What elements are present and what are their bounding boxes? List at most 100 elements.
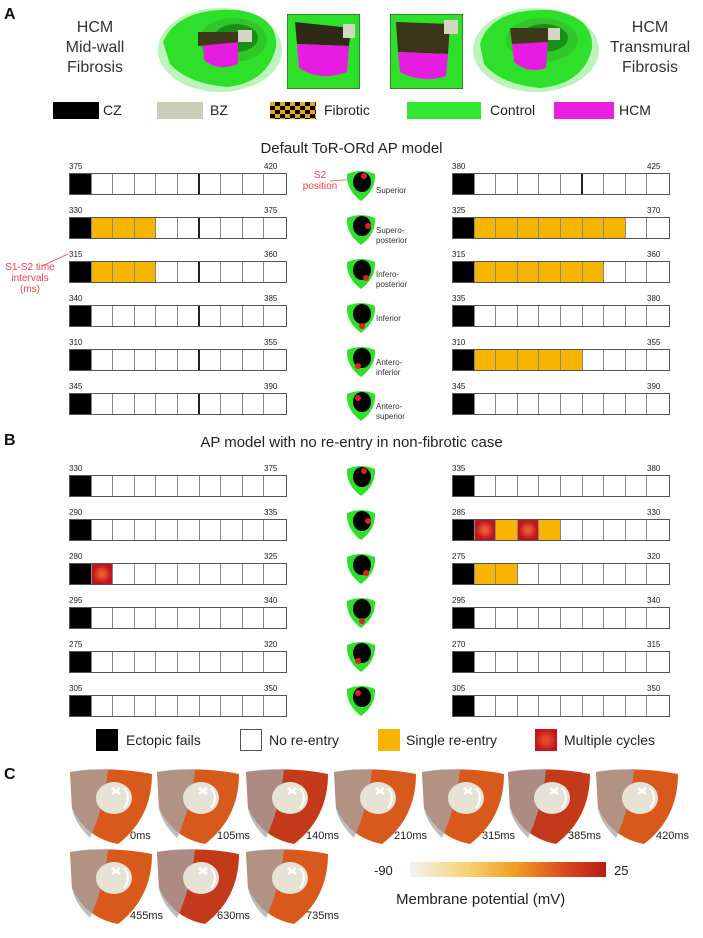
- outcome-cell: [496, 520, 518, 540]
- outcome-cell: [156, 652, 178, 672]
- frame-time-label-9: 630ms: [217, 910, 251, 922]
- outcome-cell: [474, 262, 497, 282]
- outcome-cell: [199, 306, 222, 326]
- a-right-row-3-end: 360: [647, 250, 661, 259]
- outcome-cell: [221, 652, 243, 672]
- outcome-cell: [199, 696, 222, 716]
- outcome-cell: [647, 608, 669, 628]
- outcome-cell: [221, 350, 243, 370]
- outcome-cell: [647, 476, 669, 496]
- outcome-cell: [647, 218, 669, 238]
- b-right-row-4-start: 295: [452, 596, 466, 605]
- a-left-row-3-start: 315: [69, 250, 83, 259]
- outcome-cell: [582, 564, 605, 584]
- outcome-cell: [539, 564, 561, 584]
- outcome-cell: [264, 652, 286, 672]
- outcome-cell: [199, 350, 222, 370]
- outcome-cell: [156, 350, 178, 370]
- legend-label-ectopic-fails: Ectopic fails: [126, 732, 201, 748]
- outcome-cell: [264, 476, 286, 496]
- a-left-row-1-end: 420: [264, 162, 278, 171]
- transmural-zoom-image: [390, 14, 463, 89]
- outcome-cell: [242, 476, 265, 496]
- outcome-cell: [560, 696, 583, 716]
- outcome-cell: [113, 262, 135, 282]
- outcome-cell: [199, 608, 222, 628]
- frame-time-label-7: 420ms: [656, 830, 690, 842]
- outcome-cell: [177, 564, 200, 584]
- a-heart-position-6: [344, 388, 378, 427]
- outcome-cell: [221, 476, 243, 496]
- outcome-cell: [242, 306, 265, 326]
- outcome-cell: [91, 476, 114, 496]
- outcome-cell: [113, 608, 135, 628]
- a-left-row-5: [69, 349, 287, 371]
- a-left-row-3: [69, 261, 287, 283]
- legend-swatch-no-reentry: [240, 729, 262, 751]
- a-heart-position-5: [344, 344, 378, 383]
- s2-position-label: S2 position: [302, 170, 338, 192]
- outcome-cell: [625, 608, 648, 628]
- interval-pointer-line: [41, 253, 69, 267]
- a-left-row-6-start: 345: [69, 382, 83, 391]
- outcome-cell: [604, 350, 626, 370]
- a-right-row-2-end: 370: [647, 206, 661, 215]
- legend-swatch-cz: [53, 102, 99, 119]
- a-right-row-3: [452, 261, 670, 283]
- outcome-cell: [453, 350, 475, 370]
- frame-time-label-8: 455ms: [130, 910, 164, 922]
- b-right-row-3: [452, 563, 670, 585]
- a-right-row-6-end: 390: [647, 382, 661, 391]
- outcome-cell: [134, 306, 157, 326]
- outcome-cell: [70, 476, 92, 496]
- b-right-row-5: [452, 651, 670, 673]
- outcome-cell: [625, 564, 648, 584]
- outcome-cell: [264, 306, 286, 326]
- outcome-cell: [496, 696, 518, 716]
- outcome-cell: [177, 696, 200, 716]
- outcome-cell: [199, 218, 222, 238]
- outcome-cell: [474, 520, 497, 540]
- outcome-cell: [496, 476, 518, 496]
- outcome-cell: [177, 394, 200, 414]
- membrane-potential-frame-1: [70, 769, 152, 844]
- a-heart-position-3: [344, 256, 378, 295]
- a-left-row-3-end: 360: [264, 250, 278, 259]
- legend-swatch-single-reentry: [378, 729, 400, 751]
- outcome-cell: [113, 350, 135, 370]
- position-label-1: Superior: [376, 186, 407, 195]
- outcome-cell: [156, 174, 178, 194]
- outcome-cell: [517, 218, 540, 238]
- outcome-cell: [242, 394, 265, 414]
- outcome-cell: [560, 218, 583, 238]
- outcome-cell: [264, 174, 286, 194]
- outcome-cell: [113, 218, 135, 238]
- a-right-row-2-start: 325: [452, 206, 466, 215]
- outcome-cell: [517, 394, 540, 414]
- legend-label-multiple-cycles: Multiple cycles: [564, 732, 656, 748]
- a-left-row-6: [69, 393, 287, 415]
- outcome-cell: [582, 350, 605, 370]
- outcome-cell: [647, 174, 669, 194]
- outcome-cell: [70, 520, 92, 540]
- b-left-row-5-end: 320: [264, 640, 278, 649]
- b-left-row-5: [69, 651, 287, 673]
- outcome-cell: [539, 394, 561, 414]
- outcome-cell: [242, 564, 265, 584]
- outcome-cell: [560, 394, 583, 414]
- transmural-heart-image: [473, 8, 599, 92]
- outcome-cell: [91, 306, 114, 326]
- a-right-row-2: [452, 217, 670, 239]
- a-right-row-3-start: 315: [452, 250, 466, 259]
- outcome-cell: [242, 520, 265, 540]
- b-left-row-4: [69, 607, 287, 629]
- outcome-cell: [604, 174, 626, 194]
- outcome-cell: [134, 696, 157, 716]
- membrane-potential-frame-9: [157, 849, 239, 924]
- b-right-row-6: [452, 695, 670, 717]
- outcome-cell: [134, 652, 157, 672]
- b-left-row-4-start: 295: [69, 596, 83, 605]
- outcome-cell: [221, 262, 243, 282]
- a-left-row-1-start: 375: [69, 162, 83, 171]
- outcome-cell: [91, 520, 114, 540]
